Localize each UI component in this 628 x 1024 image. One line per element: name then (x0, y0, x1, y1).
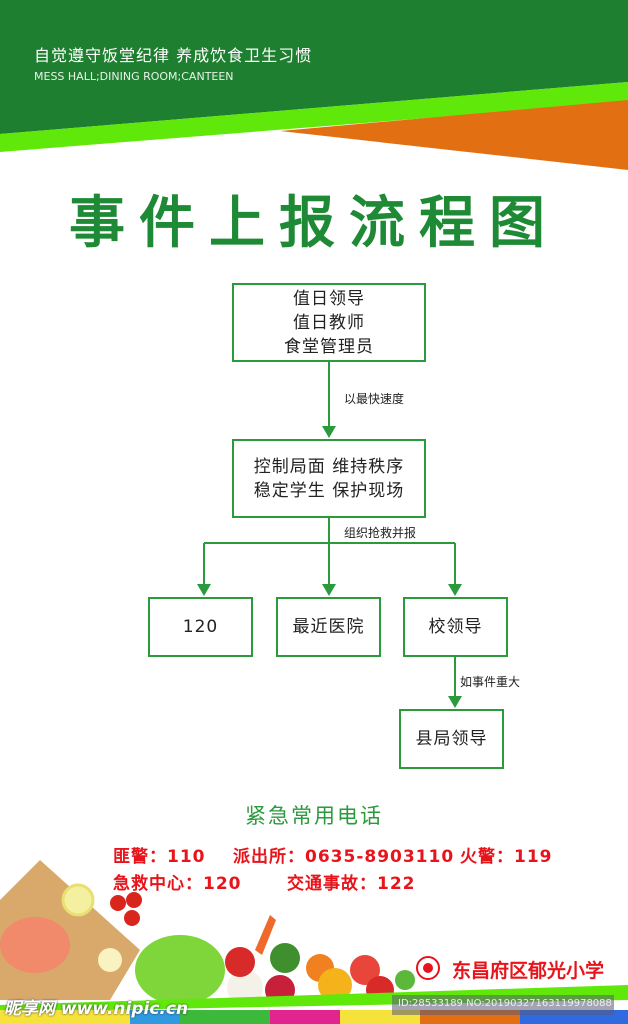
phone-fire: 火警：119 (460, 847, 553, 867)
box-line: 食堂管理员 (284, 336, 374, 357)
emergency-heading: 紧急常用电话 (245, 804, 383, 828)
box-line: 值日教师 (293, 312, 365, 333)
box-line: 校领导 (428, 617, 483, 637)
watermark: 昵享网 www.nipic.cn (4, 999, 189, 1019)
header-slogan: 自觉遵守饭堂纪律 养成饮食卫生习惯 (34, 46, 313, 65)
phone-traffic: 交通事故：122 (287, 874, 416, 894)
flow-box-school-leader: 校领导 (403, 597, 508, 657)
flow-box-120: 120 (148, 597, 253, 657)
flow-box-county-leader: 县局领导 (399, 709, 504, 769)
green-header-band (0, 0, 628, 134)
phone-ambulance: 急救中心：120 (113, 874, 242, 894)
box-line: 120 (182, 617, 219, 637)
box-line: 控制局面 维持秩序 (253, 456, 405, 477)
flow-connectors (203, 362, 456, 700)
school-logo-icon (416, 956, 440, 980)
box-line: 稳定学生 保护现场 (253, 480, 405, 501)
flow-box-hospital: 最近医院 (276, 597, 381, 657)
header-subtitle: MESS HALL;DINING ROOM;CANTEEN (34, 70, 234, 83)
school-name: 东昌府区郁光小学 (452, 960, 605, 982)
flow-box-responsible-staff: 值日领导 值日教师 食堂管理员 (232, 283, 426, 362)
edge-label-if-serious: 如事件重大 (460, 675, 521, 689)
phone-police: 匪警：110 (113, 847, 206, 867)
flow-box-control-scene: 控制局面 维持秩序 稳定学生 保护现场 (232, 439, 426, 518)
food-illustration (0, 860, 415, 1006)
page-title: 事件上报流程图 (69, 191, 559, 256)
edge-label-fastest: 以最快速度 (344, 392, 405, 406)
edge-label-rescue-report: 组织抢救并报 (344, 526, 417, 540)
lime-stripe (0, 82, 628, 152)
phone-station: 派出所：0635-8903110 (233, 847, 455, 867)
image-id: ID:28533189 NO:20190327163119978088 (392, 995, 614, 1015)
box-line: 值日领导 (293, 288, 365, 309)
box-line: 最近医院 (292, 617, 365, 637)
orange-triangle (280, 100, 628, 170)
box-line: 县局领导 (415, 729, 488, 749)
arrowheads (197, 426, 462, 708)
